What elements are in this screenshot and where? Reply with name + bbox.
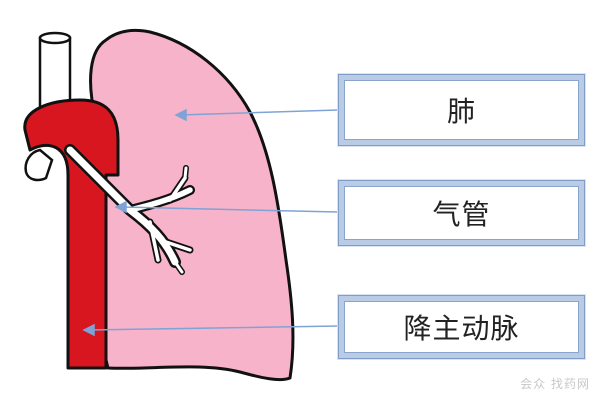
lung-label-box: 肺 [338, 74, 585, 146]
lung-arrowhead [174, 108, 187, 122]
aorta-label: 降主动脉 [403, 312, 520, 345]
trachea-arrowhead [114, 200, 127, 214]
aorta-arrowhead [82, 323, 95, 337]
watermark: 会众 找药网 [520, 377, 590, 391]
aortic-arch [23, 98, 120, 370]
lung-label: 肺 [446, 95, 476, 128]
arch-opening [24, 148, 54, 182]
lung-arrow [179, 109, 339, 116]
trachea-label: 气管 [432, 198, 491, 231]
trachea-branches-fill [66, 146, 193, 274]
trachea-arrow [119, 206, 339, 213]
aorta-label-box: 降主动脉 [338, 295, 585, 359]
pointer-arrows [82, 108, 339, 337]
vena-cava-top [38, 31, 72, 45]
trachea-label-box: 气管 [338, 180, 585, 246]
aorta-arrow [87, 325, 339, 331]
